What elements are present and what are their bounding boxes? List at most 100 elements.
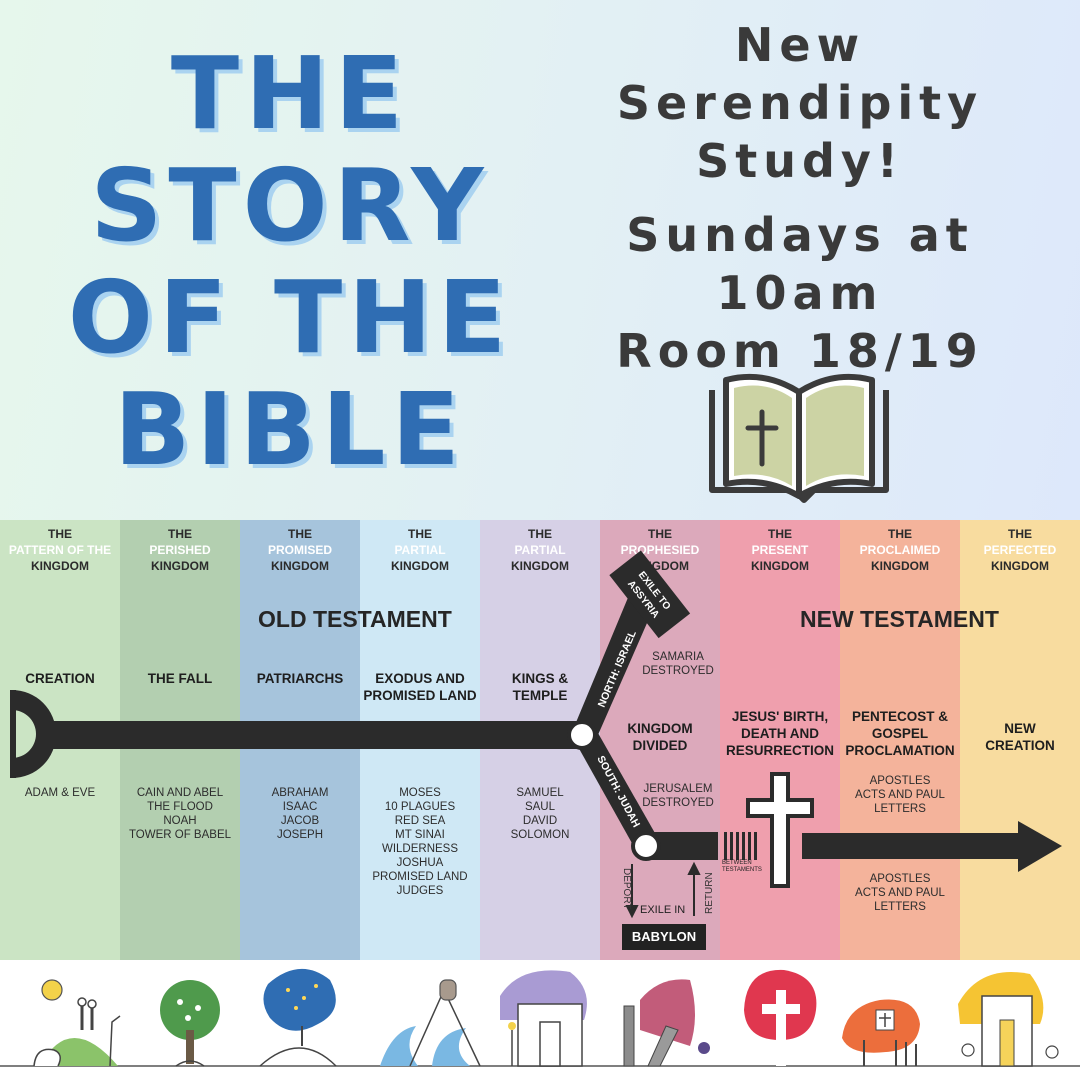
list-item: MOSES: [399, 787, 441, 799]
event-jerusalem: JERUSALEM DESTROYED: [618, 782, 738, 810]
list-item: DAVID: [522, 815, 558, 827]
header-name: PROCLAIMED: [859, 543, 941, 557]
bible-icon: [709, 373, 889, 503]
title-line: OF THE: [67, 259, 513, 376]
cross-icon: [746, 772, 814, 888]
band-header: THE PARTIAL KINGDOM: [360, 526, 480, 574]
new-jerusalem-icon: [958, 972, 1059, 1067]
header-the: THE: [648, 527, 672, 541]
header-name: PATTERN OF THE: [8, 543, 112, 557]
era-patriarchs: PATRIARCHS: [240, 670, 360, 687]
band-header: THE PROMISED KINGDOM: [240, 526, 360, 574]
header-kingdom: KINGDOM: [871, 559, 929, 573]
exile-node: [631, 831, 661, 861]
list-item: SAMUEL: [516, 787, 564, 799]
era-line: GOSPEL: [871, 726, 929, 741]
header-kingdom: KINGDOM: [991, 559, 1049, 573]
people-list-patriarchs: ABRAHAM ISAAC JACOB JOSEPH: [240, 786, 360, 842]
list-item: CAIN AND ABEL: [136, 787, 224, 799]
header-name: PROMISED: [267, 543, 332, 557]
era-line: CREATION: [25, 671, 95, 686]
header-the: THE: [888, 527, 912, 541]
era-line: DIVIDED: [632, 738, 688, 753]
event-line: DESTROYED: [642, 665, 714, 677]
between-testaments-hatch: [724, 832, 757, 860]
header-kingdom: KINGDOM: [391, 559, 449, 573]
header-kingdom: KINGDOM: [31, 559, 89, 573]
era-creation: CREATION: [0, 670, 120, 687]
header-kingdom: KINGDOM: [151, 559, 209, 573]
list-item: WILDERNESS: [381, 843, 459, 855]
stars-icon: [259, 968, 337, 1067]
return-label: RETURN: [704, 872, 715, 914]
era-line: EXODUS AND: [375, 671, 465, 686]
people-list-fall: CAIN AND ABEL THE FLOOD NOAH TOWER OF BA…: [120, 786, 240, 842]
bible-timeline: THE PATTERN OF THE KINGDOM THE PERISHED …: [0, 520, 1080, 960]
timeline-line: EXILE TO ASSYRIA NORTH: ISRAEL SOUTH: JU…: [10, 550, 1062, 919]
list-item: RED SEA: [394, 815, 446, 827]
red-sea-icon: [380, 979, 481, 1067]
new-testament-label: NEW TESTAMENT: [800, 606, 999, 632]
list-item: LETTERS: [874, 803, 926, 815]
list-item: ADAM & EVE: [24, 787, 96, 799]
list-item: TOWER OF BABEL: [128, 829, 232, 841]
north-branch: [572, 588, 658, 744]
header-the: THE: [1008, 527, 1032, 541]
event-line: JERUSALEM: [643, 783, 713, 795]
split-node: [567, 720, 597, 750]
header-kingdom: KINGDOM: [271, 559, 329, 573]
era-line: CREATION: [985, 738, 1055, 753]
header-name: PERISHED: [149, 543, 211, 557]
list-item: PROMISED LAND: [372, 871, 468, 883]
list-item: APOSTLES: [869, 775, 931, 787]
header-name: PERFECTED: [983, 543, 1057, 557]
exile-in-label: EXILE IN: [640, 904, 686, 916]
era-new-creation: NEW CREATION: [960, 720, 1080, 754]
event-line: DESTROYED: [642, 797, 714, 809]
header-kingdom: KINGDOM: [751, 559, 809, 573]
page-title: THE STORY OF THE BIBLE: [40, 38, 540, 486]
schedule-day: Sundays at: [626, 208, 974, 262]
band-header: THE PERISHED KINGDOM: [120, 526, 240, 574]
illustration-strip: [0, 960, 1080, 1080]
tree-icon: [160, 980, 220, 1067]
header-the: THE: [168, 527, 192, 541]
band-header: THE PARTIAL KINGDOM: [480, 526, 600, 574]
list-item: JACOB: [280, 815, 320, 827]
list-item: JOSHUA: [396, 857, 444, 869]
header-kingdom: KINGDOM: [511, 559, 569, 573]
band-header: THE PROCLAIMED KINGDOM: [840, 526, 960, 574]
babylon-label: BABYLON: [622, 924, 706, 950]
people-list-proclaimed-2: APOSTLES ACTS AND PAUL LETTERS: [840, 872, 960, 914]
cross-tree-icon: [744, 969, 817, 1066]
list-item: SAUL: [524, 801, 556, 813]
title-line: THE: [170, 35, 410, 152]
promo-headline: New Serendipity Study!: [590, 16, 1010, 190]
temple-icon: [500, 970, 587, 1067]
timeline-start-bar: [10, 690, 16, 778]
era-line: DEATH AND: [741, 726, 819, 741]
list-item: APOSTLES: [869, 873, 931, 885]
list-item: ISAAC: [282, 801, 318, 813]
era-kings: KINGS & TEMPLE: [480, 670, 600, 704]
era-divided: KINGDOM DIVIDED: [600, 720, 720, 754]
main-line: [40, 721, 582, 749]
list-item: ACTS AND PAUL: [855, 789, 945, 801]
between-line: TESTAMENTS: [722, 867, 762, 873]
header-name: PARTIAL: [394, 543, 446, 557]
schedule-time: 10am: [716, 266, 884, 320]
people-list-proclaimed-1: APOSTLES ACTS AND PAUL LETTERS: [840, 774, 960, 816]
ruins-icon: [623, 979, 710, 1067]
era-jesus: JESUS' BIRTH, DEATH AND RESURRECTION: [720, 708, 840, 759]
list-item: JUDGES: [396, 885, 444, 897]
header-the: THE: [768, 527, 792, 541]
old-testament-label: OLD TESTAMENT: [258, 606, 452, 632]
era-line: KINGDOM: [627, 721, 693, 736]
kingdom-band-proclaimed: THE PROCLAIMED KINGDOM: [840, 520, 960, 960]
promo-line: Serendipity: [616, 76, 984, 130]
era-line: TEMPLE: [512, 688, 568, 703]
people-list-kings: SAMUEL SAUL DAVID SOLOMON: [480, 786, 600, 842]
event-line: SAMARIA: [652, 651, 704, 663]
between-testaments-label: BETWEEN TESTAMENTS: [722, 860, 782, 874]
era-exodus: EXODUS AND PROMISED LAND: [360, 670, 480, 704]
